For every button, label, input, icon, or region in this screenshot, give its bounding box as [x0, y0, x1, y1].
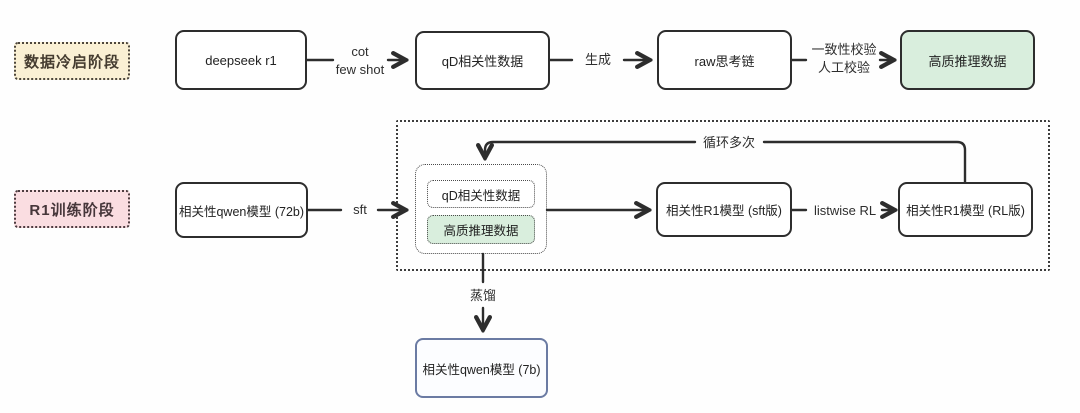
stage-label-r1-training: R1训练阶段: [14, 190, 130, 228]
edge-label-distill: 蒸馏: [469, 288, 496, 303]
edge-label-consistency-check: 一致性校验 人工校验: [792, 41, 896, 76]
edge-label-generate: 生成: [584, 52, 611, 67]
node-r1-model-rl: 相关性R1模型 (RL版): [898, 182, 1033, 237]
edge-label-sft: sft: [353, 202, 367, 217]
edge-label-check-line2: 人工校验: [817, 59, 870, 75]
node-hq-reasoning-data: 高质推理数据: [900, 30, 1035, 90]
edge-label-cot-line2: few shot: [335, 61, 385, 77]
edge-label-cot-line1: cot: [351, 44, 369, 59]
node-r1-model-sft: 相关性R1模型 (sft版): [656, 182, 792, 237]
node-qwen-7b: 相关性qwen模型 (7b): [415, 338, 548, 398]
edge-label-loop-repeat: 循环多次: [702, 135, 755, 150]
edge-label-listwise-rl: listwise RL: [813, 203, 877, 218]
node-qd-relevance-data: qD相关性数据: [415, 31, 550, 90]
node-qd-relevance-data-train: qD相关性数据: [427, 180, 535, 208]
edge-label-cot-fewshot: cot few shot: [318, 43, 402, 78]
node-hq-reasoning-data-train: 高质推理数据: [427, 215, 535, 244]
stage-label-cold-start: 数据冷启阶段: [14, 42, 130, 80]
training-loop-container: [396, 120, 1050, 271]
edge-label-check-line1: 一致性校验: [811, 42, 877, 57]
node-deepseek-r1: deepseek r1: [175, 30, 307, 90]
node-raw-thought-chain: raw思考链: [657, 30, 792, 90]
node-qwen-72b: 相关性qwen模型 (72b): [175, 182, 308, 238]
edge-loop-left-arrow: [485, 140, 697, 156]
edge-loop-right-segment: [762, 140, 967, 184]
